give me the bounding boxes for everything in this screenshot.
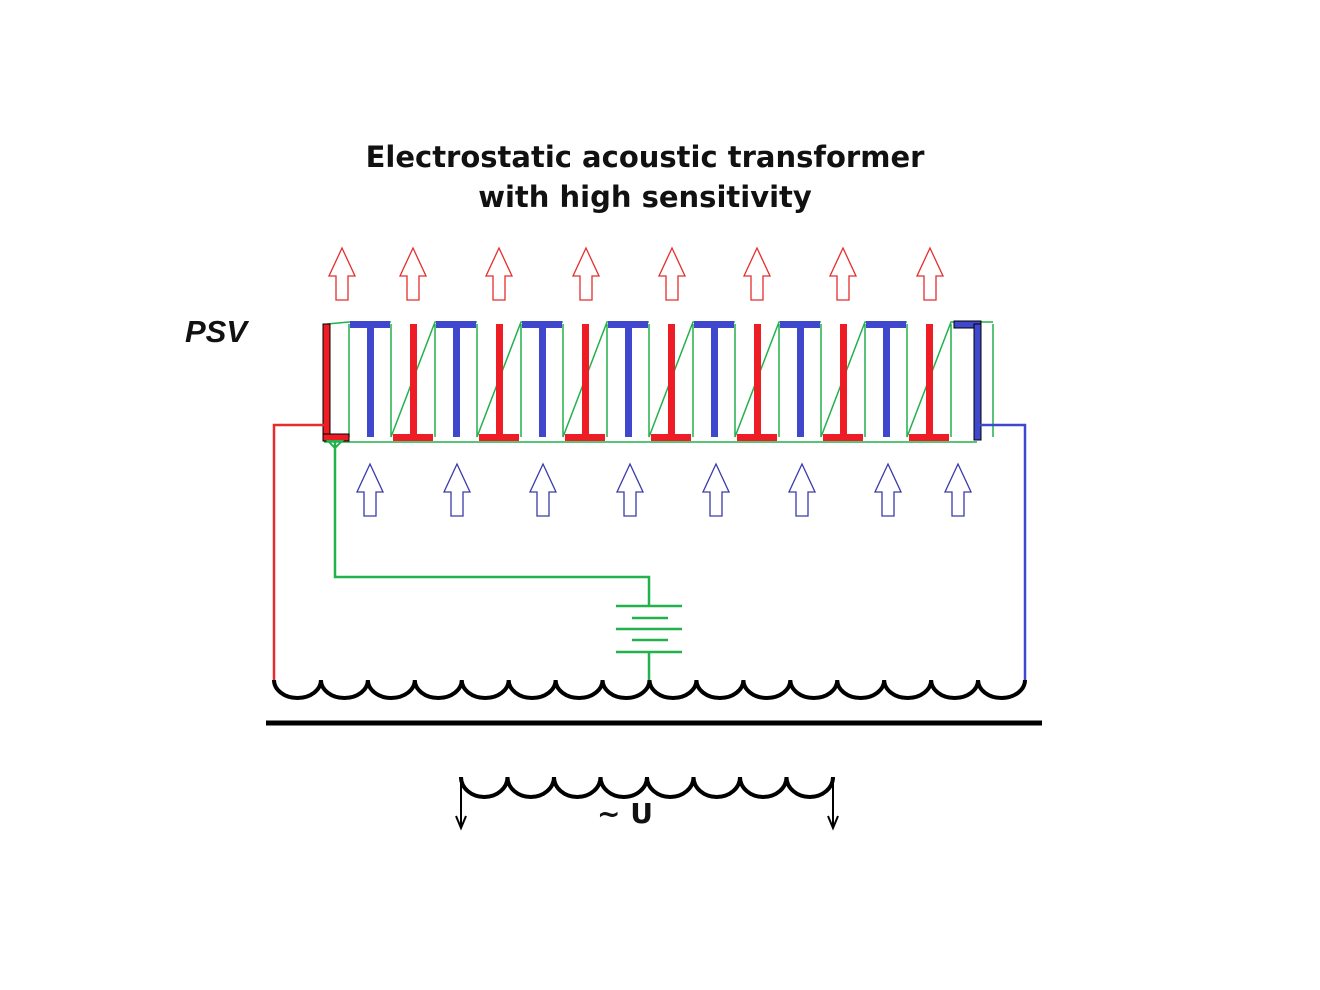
- blue-electrode-rod: [367, 324, 374, 437]
- electrode-array: [322, 320, 982, 442]
- sound-in-arrow-icon: [943, 462, 973, 517]
- blue-electrode-rod: [973, 323, 982, 441]
- sound-out-arrow-icon: [484, 246, 514, 301]
- blue-electrode-rod: [625, 324, 632, 437]
- blue-electrode: [608, 321, 648, 437]
- sound-in-arrow-icon: [615, 462, 645, 517]
- membrane-group: [324, 321, 994, 443]
- red-electrode-rod: [668, 324, 675, 437]
- sound-in-arrow-icon: [873, 462, 903, 517]
- blue-electrode-rod: [539, 324, 546, 437]
- blue-electrode: [953, 320, 982, 441]
- red-electrode: [322, 323, 350, 442]
- blue-electrode: [522, 321, 562, 437]
- membrane-outline: [326, 321, 994, 438]
- red-electrode: [565, 324, 605, 441]
- red-electrode-rod: [840, 324, 847, 437]
- blue-electrode-rod: [883, 324, 890, 437]
- sound-in-arrow-icon: [528, 462, 558, 517]
- red-electrode-bar: [909, 434, 949, 441]
- blue-electrode-rod: [797, 324, 804, 437]
- primary-coil: [272, 679, 1027, 700]
- sound-in-arrow-icon: [701, 462, 731, 517]
- sound-out-arrow-icon: [571, 246, 601, 301]
- red-electrode-bar: [651, 434, 691, 441]
- red-electrode-bar: [322, 433, 350, 442]
- sound-out-arrow-icon: [657, 246, 687, 301]
- red-electrode-rod: [582, 324, 589, 437]
- red-electrode-rod: [322, 323, 331, 442]
- output-voltage-label: ~ U: [597, 797, 653, 830]
- red-electrode: [479, 324, 519, 441]
- top-arrows-group: [327, 246, 945, 301]
- blue-electrode: [694, 321, 734, 437]
- psv-label: PSV: [185, 314, 248, 349]
- output-terminal-left: [455, 777, 467, 831]
- sound-out-arrow-icon: [327, 246, 357, 301]
- bias-junction: [325, 440, 345, 450]
- red-electrode-rod: [496, 324, 503, 437]
- blue-electrode: [436, 321, 476, 437]
- sound-in-arrow-icon: [442, 462, 472, 517]
- sound-out-arrow-icon: [742, 246, 772, 301]
- diagram-title-line-2: with high sensitivity: [478, 180, 812, 214]
- left-lead-wire: [272, 423, 324, 680]
- red-electrode: [651, 324, 691, 441]
- right-lead-wire: [977, 423, 1027, 680]
- sound-out-arrow-icon: [828, 246, 858, 301]
- red-electrode: [393, 324, 433, 441]
- blue-electrode: [866, 321, 906, 437]
- red-electrode-rod: [926, 324, 933, 437]
- bottom-arrows-group: [355, 462, 973, 517]
- diagram-title-line-1: Electrostatic acoustic transformer: [365, 140, 925, 174]
- sound-in-arrow-icon: [787, 462, 817, 517]
- red-electrode-bar: [737, 434, 777, 441]
- red-electrode: [823, 324, 863, 441]
- blue-electrode: [350, 321, 390, 437]
- sound-out-arrow-icon: [915, 246, 945, 301]
- secondary-coil: [459, 776, 835, 799]
- battery: [616, 604, 682, 680]
- red-electrode-bar: [565, 434, 605, 441]
- red-electrode-rod: [754, 324, 761, 437]
- blue-electrode-rod: [711, 324, 718, 437]
- bias-wire: [333, 441, 651, 606]
- red-electrode: [909, 324, 949, 441]
- blue-electrode-rod: [453, 324, 460, 437]
- red-electrode-rod: [410, 324, 417, 437]
- sound-in-arrow-icon: [355, 462, 385, 517]
- sound-out-arrow-icon: [398, 246, 428, 301]
- red-electrode-bar: [823, 434, 863, 441]
- red-electrode-bar: [393, 434, 433, 441]
- red-electrode: [737, 324, 777, 441]
- output-terminal-right: [827, 777, 839, 831]
- blue-electrode: [780, 321, 820, 437]
- red-electrode-bar: [479, 434, 519, 441]
